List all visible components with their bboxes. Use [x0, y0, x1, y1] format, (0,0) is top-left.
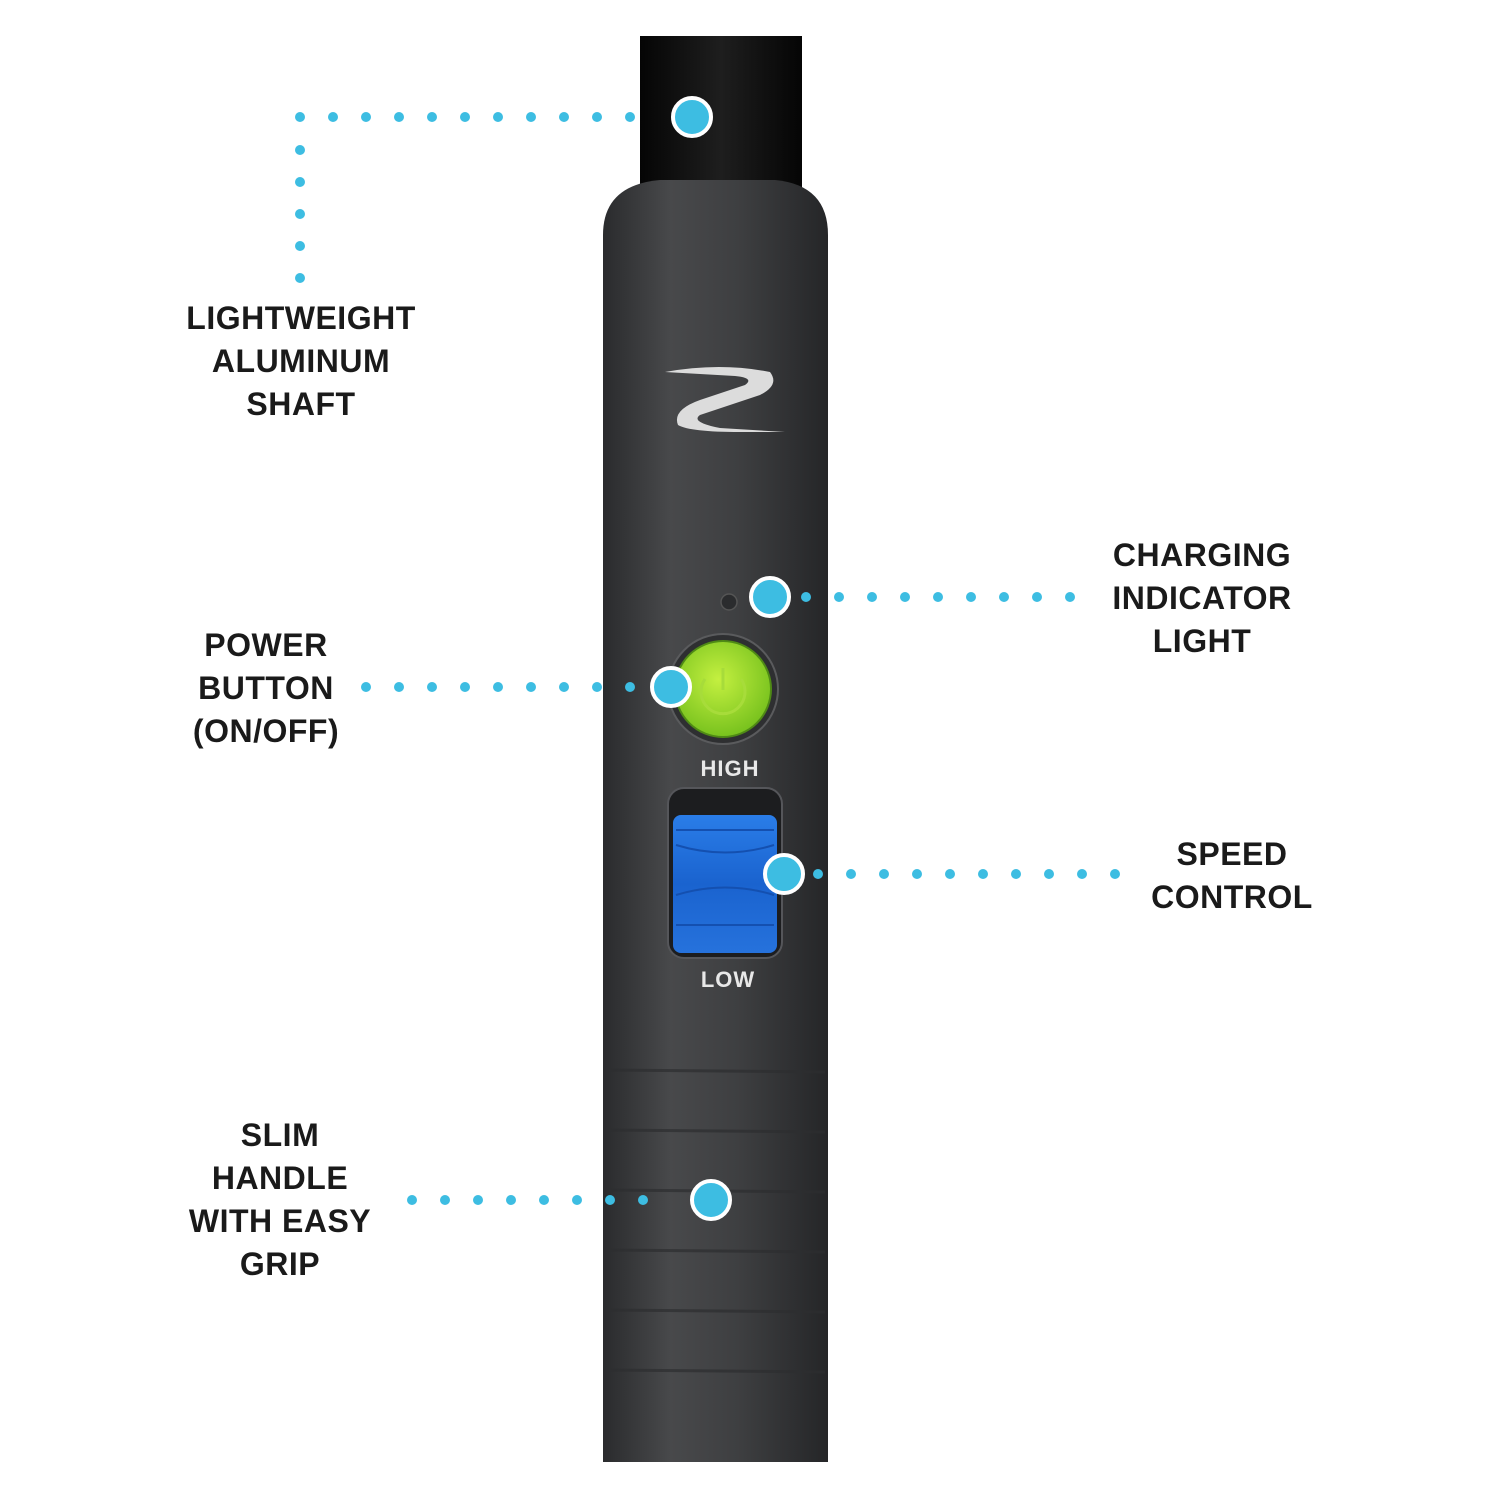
callout-dot: [559, 112, 569, 122]
callout-speed: SPEED CONTROL: [1052, 833, 1412, 919]
callout-dot: [328, 112, 338, 122]
slider-ridges: [675, 829, 775, 926]
callout-dot: [361, 112, 371, 122]
callout-dot: [361, 682, 371, 692]
callout-text: CHARGING: [1112, 537, 1292, 573]
callout-text: SHAFT: [246, 386, 356, 422]
callout-dot: [295, 273, 305, 283]
callout-dot: [427, 682, 437, 692]
callout-dot: [945, 869, 955, 879]
callout-lines: [295, 96, 1120, 1221]
callout-text: CONTROL: [1151, 879, 1313, 915]
callout-anchor-dot: [690, 1179, 732, 1221]
callout-text: GRIP: [239, 1246, 321, 1282]
callout-dot: [394, 682, 404, 692]
callout-dot: [846, 869, 856, 879]
callout-dot: [295, 241, 305, 251]
callout-text: HANDLE: [211, 1160, 349, 1196]
high-label: HIGH: [700, 756, 760, 781]
callout-dot: [1032, 592, 1042, 602]
callout-text: SLIM: [240, 1117, 320, 1153]
speed-slider[interactable]: [673, 815, 777, 953]
callout-text: (ON/OFF): [192, 713, 340, 749]
callout-shaft: LIGHTWEIGHT ALUMINUM SHAFT: [121, 297, 481, 426]
callout-dot: [638, 1195, 648, 1205]
callout-dot: [427, 112, 437, 122]
callout-dot: [526, 682, 536, 692]
callout-dot: [440, 1195, 450, 1205]
callout-dot: [625, 112, 635, 122]
callout-dot: [460, 112, 470, 122]
callout-dot: [978, 869, 988, 879]
callout-dot: [605, 1195, 615, 1205]
callout-dot: [1065, 592, 1075, 602]
callout-dot: [966, 592, 976, 602]
power-icon: [699, 668, 747, 716]
callout-charging: CHARGING INDICATOR LIGHT: [1022, 534, 1382, 663]
callout-text: SPEED: [1176, 836, 1288, 872]
callout-dot: [801, 592, 811, 602]
callout-text: LIGHTWEIGHT: [186, 300, 416, 336]
callout-dot: [539, 1195, 549, 1205]
callout-dot: [407, 1195, 417, 1205]
callout-dot: [295, 112, 305, 122]
aluminum-shaft: [640, 36, 802, 196]
callout-dot: [834, 592, 844, 602]
callout-dot: [592, 112, 602, 122]
low-label: LOW: [700, 967, 756, 992]
callout-text: WITH EASY: [188, 1203, 372, 1239]
callout-dot: [1011, 869, 1021, 879]
callout-dot: [999, 592, 1009, 602]
callout-dot: [933, 592, 943, 602]
callout-dot: [879, 869, 889, 879]
callout-dot: [493, 112, 503, 122]
charging-indicator-light: [720, 593, 738, 611]
callout-text: LIGHT: [1152, 623, 1252, 659]
callout-dot: [295, 209, 305, 219]
callout-dot: [625, 682, 635, 692]
callout-power: POWER BUTTON (ON/OFF): [86, 624, 446, 753]
callout-dot: [473, 1195, 483, 1205]
callout-dot: [1077, 869, 1087, 879]
brand-logo: [665, 367, 785, 432]
callout-dot: [506, 1195, 516, 1205]
callout-anchor-dot: [650, 666, 692, 708]
callout-grip: SLIM HANDLE WITH EASY GRIP: [100, 1114, 460, 1286]
callout-dot: [526, 112, 536, 122]
callout-text: INDICATOR: [1112, 580, 1292, 616]
callout-dot: [493, 682, 503, 692]
callout-dot: [295, 145, 305, 155]
grip-rings: [605, 1068, 826, 1374]
callout-dot: [813, 869, 823, 879]
callout-dot: [900, 592, 910, 602]
callout-dot: [1110, 869, 1120, 879]
callout-anchor-dot: [671, 96, 713, 138]
callout-dot: [592, 682, 602, 692]
callout-anchor-dot: [749, 576, 791, 618]
callout-dot: [460, 682, 470, 692]
callout-anchor-dot: [763, 853, 805, 895]
callout-dot: [867, 592, 877, 602]
callout-dot: [572, 1195, 582, 1205]
callout-dot: [912, 869, 922, 879]
callout-dot: [394, 112, 404, 122]
callout-text: POWER: [204, 627, 328, 663]
callout-dot: [295, 177, 305, 187]
callout-text: ALUMINUM: [211, 343, 391, 379]
callout-text: BUTTON: [198, 670, 334, 706]
callout-dot: [1044, 869, 1054, 879]
callout-dot: [559, 682, 569, 692]
